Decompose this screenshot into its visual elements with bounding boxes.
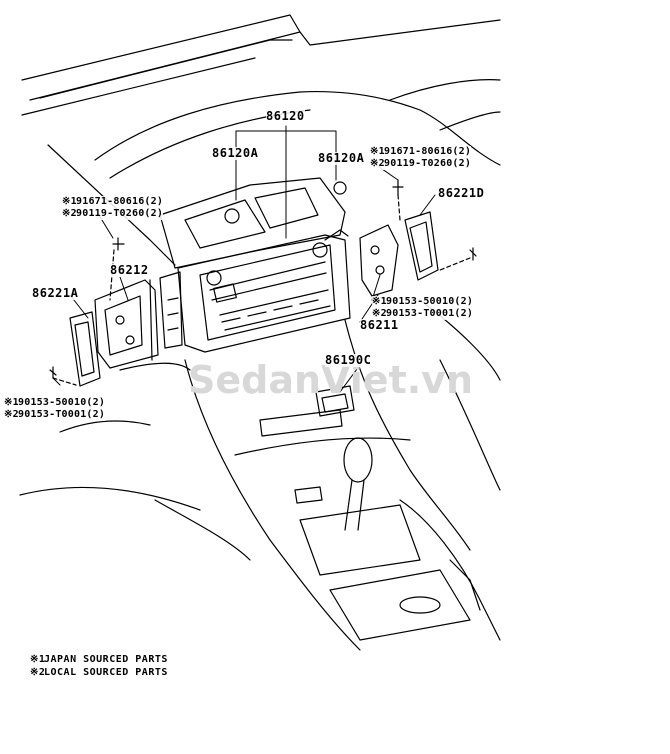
center-bezel xyxy=(159,177,347,269)
note-local-sourced: ※2LOCAL SOURCED PARTS xyxy=(30,666,168,679)
label-86190c: 86190C xyxy=(325,353,372,367)
callout-top-left-line2: ※290119-T0260(2) xyxy=(62,208,164,220)
label-86221a: 86221A xyxy=(32,286,79,300)
switch-86190c xyxy=(315,385,355,417)
label-86211: 86211 xyxy=(360,318,399,332)
callout-top-right-line1: ※191671-80616(2) xyxy=(370,146,472,158)
callout-bottom-left-line2: ※290153-T0001(2) xyxy=(4,409,106,421)
label-86212: 86212 xyxy=(110,263,149,277)
callout-mid-right-line1: ※190153-50010(2) xyxy=(372,296,474,308)
note-japan-sourced: ※1JAPAN SOURCED PARTS xyxy=(30,653,168,666)
callout-top-right-line2: ※290119-T0260(2) xyxy=(370,158,472,170)
label-86120: 86120 xyxy=(266,109,305,123)
callout-bottom-left-line1: ※190153-50010(2) xyxy=(4,397,106,409)
head-unit xyxy=(159,229,351,353)
label-86120a-right: 86120A xyxy=(318,151,365,165)
callout-mid-right-line2: ※290153-T0001(2) xyxy=(372,308,474,320)
callout-top-left-line1: ※191671-80616(2) xyxy=(62,196,164,208)
right-bracket xyxy=(359,179,477,297)
center-console xyxy=(19,299,501,651)
dash-top-lines xyxy=(21,14,501,266)
label-86221d: 86221D xyxy=(438,186,485,200)
left-bracket xyxy=(49,237,159,387)
label-86120a-left: 86120A xyxy=(212,146,259,160)
